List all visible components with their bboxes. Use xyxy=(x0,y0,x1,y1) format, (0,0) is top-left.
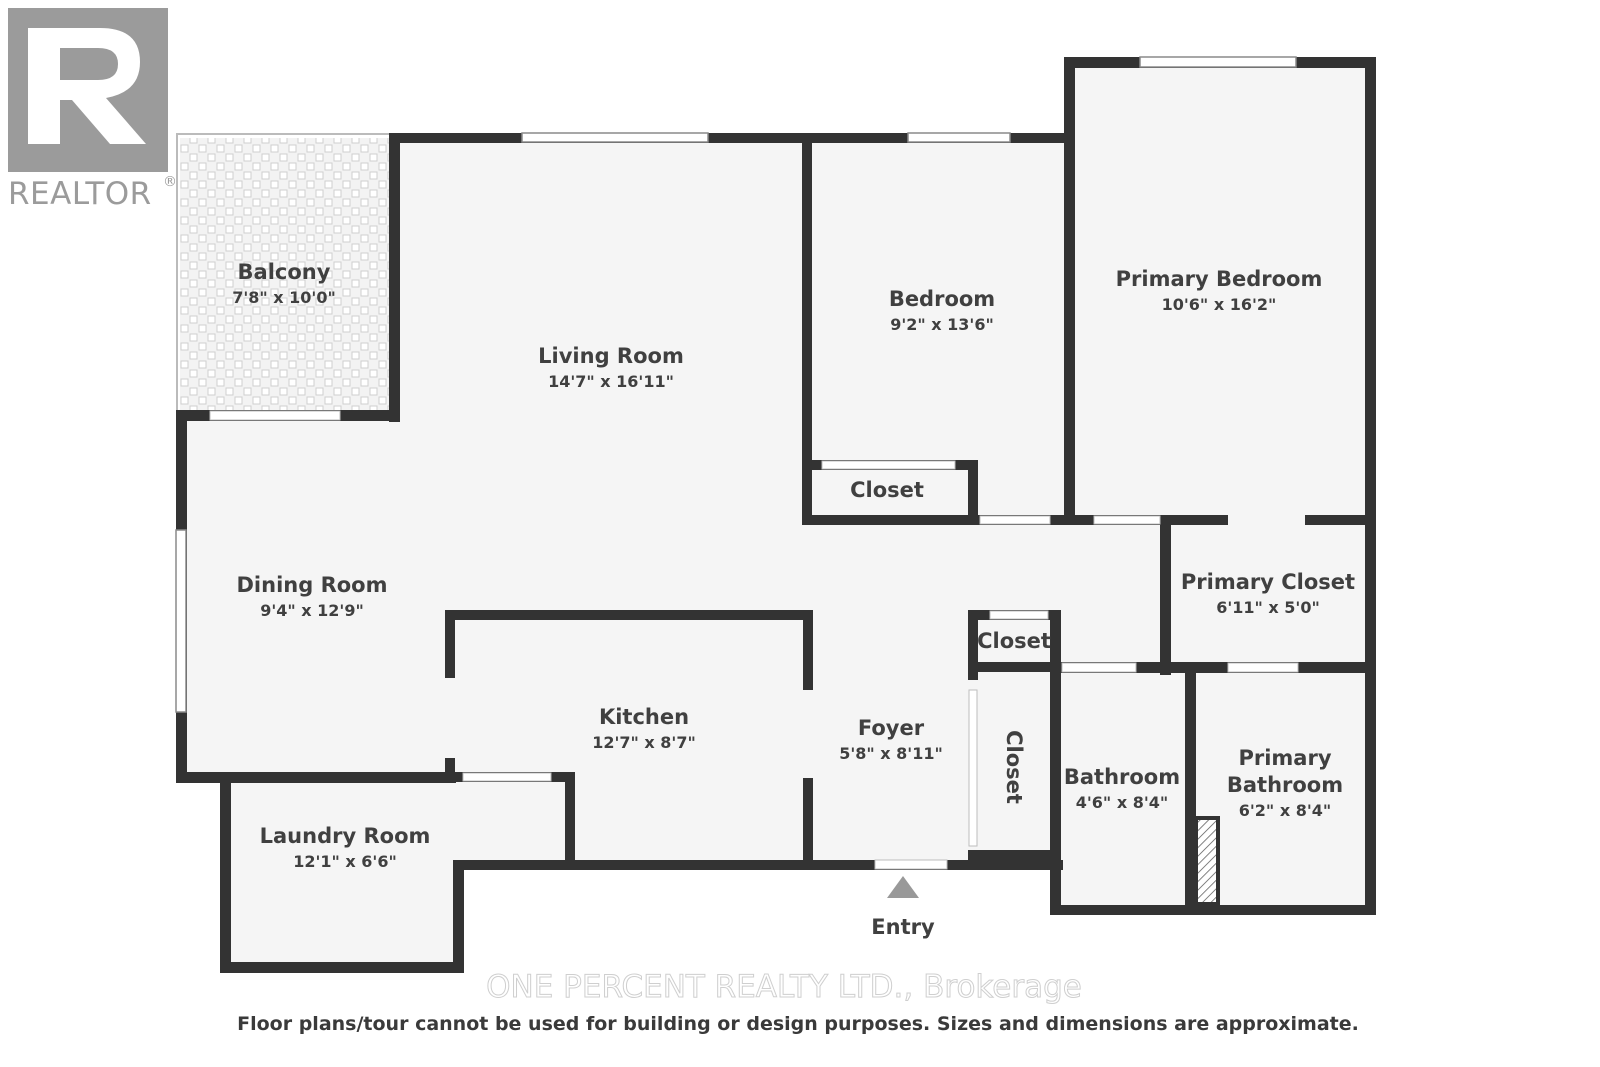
dining-room-dims: 9'4" x 12'9" xyxy=(260,601,364,620)
primary-bedroom-label: Primary Bedroom xyxy=(1116,267,1323,291)
foyer-label: Foyer xyxy=(858,716,925,740)
dining-room-label: Dining Room xyxy=(237,573,388,597)
bedroom-dims: 9'2" x 13'6" xyxy=(890,315,994,334)
bedroom-closet-label: Closet xyxy=(850,478,924,502)
primary-bathroom-label-line1: Primary xyxy=(1238,746,1331,770)
balcony-tile-floor xyxy=(180,138,392,414)
bathroom-fixture xyxy=(1194,816,1220,906)
small-closet-label: Closet xyxy=(977,629,1051,653)
vertical-closet-label: Closet xyxy=(1002,730,1026,804)
primary-closet-dims: 6'11" x 5'0" xyxy=(1216,598,1320,617)
bathroom-dims: 4'6" x 8'4" xyxy=(1076,793,1168,812)
kitchen-dims: 12'7" x 8'7" xyxy=(592,733,696,752)
bedroom-label: Bedroom xyxy=(889,287,995,311)
laundry-room-label: Laundry Room xyxy=(260,824,431,848)
primary-bathroom-label-line2: Bathroom xyxy=(1227,773,1343,797)
balcony-dims: 7'8" x 10'0" xyxy=(232,288,336,307)
brokerage-watermark: ONE PERCENT REALTY LTD., Brokerage xyxy=(486,969,1082,1005)
disclaimer-text: Floor plans/tour cannot be used for buil… xyxy=(237,1013,1359,1035)
registered-mark: ® xyxy=(163,174,177,190)
realtor-logo-text: REALTOR xyxy=(8,176,152,212)
entry-arrow-icon xyxy=(887,876,919,898)
living-room-label: Living Room xyxy=(538,344,684,368)
room-labels: Balcony 7'8" x 10'0" Living Room 14'7" x… xyxy=(232,260,1355,939)
windows xyxy=(175,56,1297,713)
realtor-logo: REALTOR ® xyxy=(8,8,177,212)
laundry-room-dims: 12'1" x 6'6" xyxy=(293,852,397,871)
entry-label: Entry xyxy=(871,915,935,939)
bathroom-label: Bathroom xyxy=(1064,765,1180,789)
balcony-label: Balcony xyxy=(238,260,331,284)
foyer-dims: 5'8" x 8'11" xyxy=(839,744,943,763)
living-room-dims: 14'7" x 16'11" xyxy=(548,372,674,391)
kitchen-label: Kitchen xyxy=(599,705,689,729)
door-openings xyxy=(209,410,1299,870)
primary-bathroom-dims: 6'2" x 8'4" xyxy=(1239,801,1331,820)
primary-bedroom-dims: 10'6" x 16'2" xyxy=(1162,295,1277,314)
primary-closet-label: Primary Closet xyxy=(1181,570,1355,594)
